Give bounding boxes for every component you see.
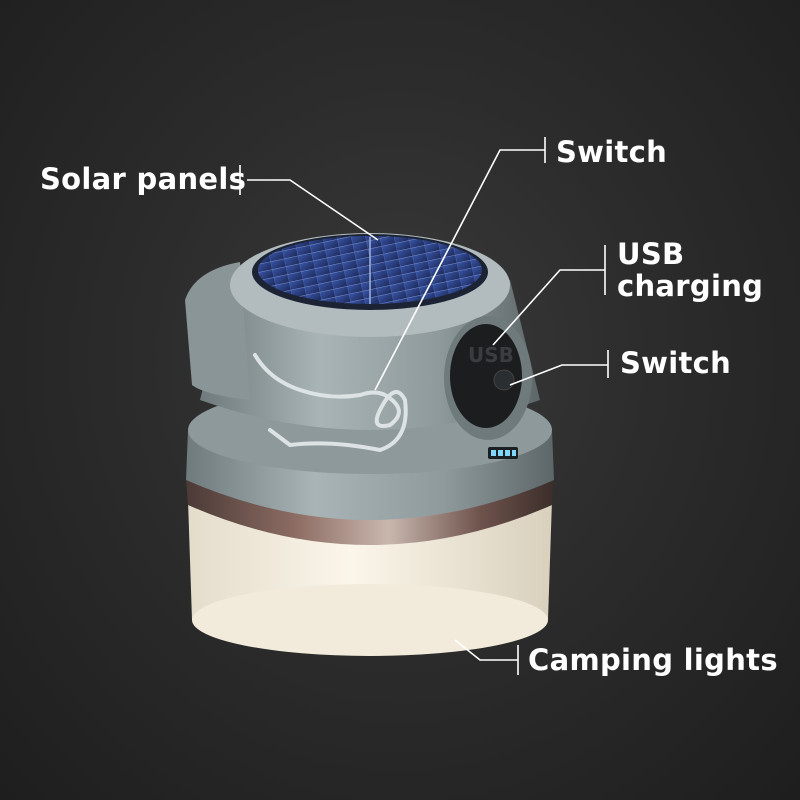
label-switch-side: Switch: [620, 346, 732, 380]
light-diffuser: [188, 500, 552, 656]
label-usb-line2: charging: [617, 269, 764, 303]
label-solar-panels: Solar panels: [40, 162, 247, 196]
battery-indicator: [488, 447, 518, 459]
solar-panel: [252, 234, 488, 310]
power-button: [493, 369, 515, 391]
label-camping-lights: Camping lights: [528, 643, 778, 677]
hanging-hook: [253, 353, 408, 453]
label-usb-line1: USB: [617, 237, 685, 271]
accent-ring: [186, 478, 554, 545]
side-port-panel: USB: [444, 316, 532, 440]
usb-port-label: USB: [468, 343, 514, 367]
label-switch-top: Switch: [556, 135, 668, 169]
callout-leaders: [239, 137, 609, 675]
